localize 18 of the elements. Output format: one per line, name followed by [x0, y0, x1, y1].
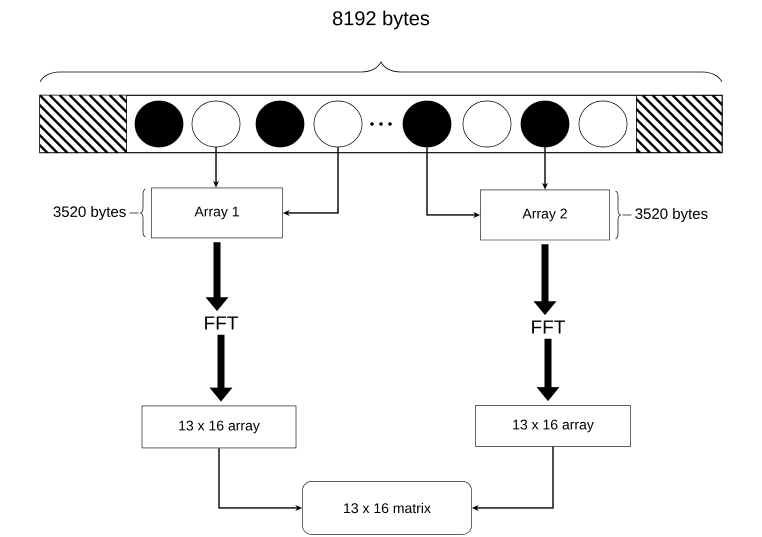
data-circle	[256, 100, 304, 148]
process-box: Array 2	[480, 190, 610, 240]
data-circle	[192, 100, 240, 148]
step-label: FFT	[532, 320, 565, 334]
data-circle	[402, 100, 452, 148]
data-circle	[520, 100, 570, 148]
process-box: 13 x 16 array	[142, 406, 296, 448]
process-box: Array 1	[151, 188, 283, 238]
rounded-box: 13 x 16 matrix	[302, 481, 472, 535]
step-label: FFT	[205, 316, 238, 330]
size-label: 3520 bytes	[53, 206, 126, 220]
size-label: 3520 bytes	[635, 208, 708, 222]
data-circle	[462, 100, 512, 148]
data-circle	[134, 100, 184, 148]
process-box: 13 x 16 array	[475, 405, 631, 447]
data-circle	[314, 100, 362, 148]
data-circle	[578, 100, 628, 148]
size-label: 8192 bytes	[332, 10, 430, 30]
